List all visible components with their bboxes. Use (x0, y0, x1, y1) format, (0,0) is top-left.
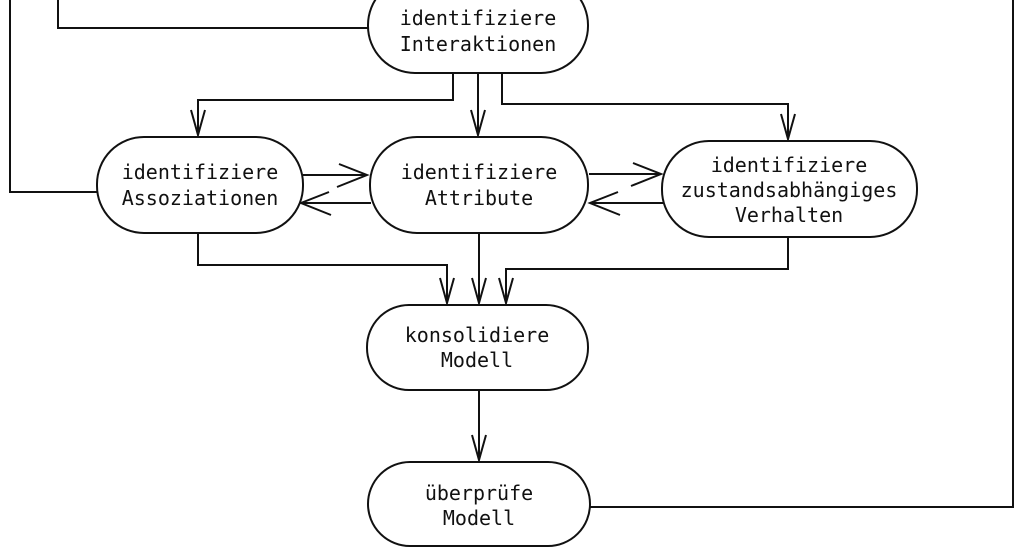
edge-attribute-to-assoziationen (298, 191, 371, 216)
node-label: identifiziere (122, 160, 279, 184)
edge-assoziationen-to-konsolidiere (197, 232, 455, 307)
edge-zustandsverhalten-to-konsolidiere (498, 236, 789, 307)
arrowhead-down (470, 109, 486, 139)
edge-zustandsverhalten-to-attribute (587, 191, 663, 216)
node-label: Modell (441, 348, 513, 372)
edge-interaktionen-to-assoziationen (190, 72, 454, 139)
arrowhead-down (190, 109, 206, 139)
node-label: Interaktionen (400, 32, 557, 56)
node-label: Assoziationen (122, 186, 279, 210)
edge-interaktionen-to-zustandsverhalten (501, 72, 796, 143)
arrowhead-down (471, 434, 487, 464)
node-ueberpruefe-modell: überprüfe Modell (367, 461, 591, 547)
edge-ueberpruefe-feedback-right (589, 0, 1014, 508)
edge-attribute-to-konsolidiere (471, 232, 487, 307)
arrowhead-down (471, 277, 487, 307)
node-identifiziere-assoziationen: identifiziere Assoziationen (96, 136, 304, 234)
node-konsolidiere-modell: konsolidiere Modell (366, 304, 589, 391)
arrowhead-down (780, 113, 796, 143)
arrowhead-right (630, 162, 664, 187)
node-label: identifiziere (400, 6, 557, 30)
arrowhead-down (498, 277, 514, 307)
edge-assoziationen-to-attribute (303, 163, 370, 188)
node-label: identifiziere (401, 160, 558, 184)
arrowhead-right (336, 163, 370, 188)
node-identifiziere-zustandsabhaengiges-verhalten: identifiziere zustandsabhängiges Verhalt… (661, 140, 918, 238)
node-identifiziere-attribute: identifiziere Attribute (369, 136, 589, 234)
edge-feedback-left-to-assoziationen (9, 0, 98, 193)
arrowhead-left (587, 191, 621, 216)
node-label: konsolidiere (405, 323, 550, 347)
node-label: zustandsabhängiges (681, 178, 898, 202)
node-label: Modell (443, 506, 515, 530)
node-label: überprüfe (425, 481, 533, 505)
edge-feedback-left-to-interaktionen (57, 0, 369, 29)
edge-interaktionen-to-attribute (470, 72, 486, 139)
edge-attribute-to-zustandsverhalten (589, 162, 664, 187)
node-label: Attribute (425, 186, 533, 210)
arrowhead-down (439, 277, 455, 307)
node-label: identifiziere (711, 153, 868, 177)
node-label: Verhalten (735, 203, 843, 227)
edge-konsolidiere-to-ueberpruefe (471, 390, 487, 464)
node-identifiziere-interaktionen: identifiziere Interaktionen (367, 0, 589, 74)
